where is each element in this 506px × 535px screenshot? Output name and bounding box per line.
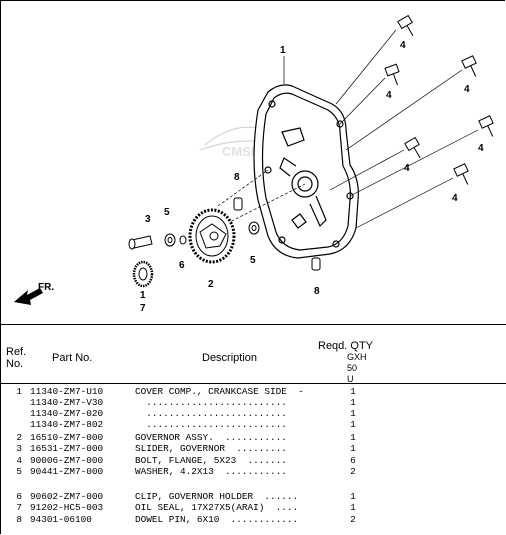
callout-4b: 4 xyxy=(386,90,392,101)
callout-2: 2 xyxy=(208,279,214,290)
qty-cell: 1 xyxy=(350,397,356,408)
table-row: 6 90602-ZM7-000 CLIP, GOVERNOR HOLDER ....… xyxy=(0,491,506,502)
table-row: 5 90441-ZM7-000 WASHER, 4.2X13 ...........… xyxy=(0,466,506,477)
description-cell: COVER COMP., CRANKCASE SIDE - xyxy=(135,386,304,397)
qty-cell: 1 xyxy=(350,419,356,430)
callout-5a: 5 xyxy=(164,207,170,218)
diagram-table-divider xyxy=(0,324,506,325)
description-cell: ......................... xyxy=(135,408,287,419)
ref-cell: 6 xyxy=(16,491,22,502)
description-cell: ......................... xyxy=(135,419,287,430)
description-cell: ......................... xyxy=(135,397,287,408)
flange-bolts-drawing xyxy=(384,14,494,185)
callout-3: 3 xyxy=(145,214,151,225)
callout-5b: 5 xyxy=(250,255,256,266)
ref-cell: 1 xyxy=(16,386,22,397)
description-cell: SLIDER, GOVERNOR ......... xyxy=(135,443,287,454)
table-row: 1 11340-ZM7-U10 COVER COMP., CRANKCASE SID… xyxy=(0,386,506,397)
callout-labels: 1 4 4 4 4 4 4 8 3 5 6 2 5 1 7 8 xyxy=(140,40,484,314)
qty-cell: 2 xyxy=(350,514,356,525)
exploded-parts-diagram: CMSNL xyxy=(14,14,494,314)
part-no-cell: 11340-ZM7-020 xyxy=(30,408,104,419)
callout-7: 7 xyxy=(140,303,146,314)
qty-cell: 2 xyxy=(350,466,356,477)
qty-cell: 1 xyxy=(350,408,356,419)
slider-and-washers-drawing xyxy=(128,221,260,250)
part-no-cell: 16531-ZM7-000 xyxy=(30,443,104,454)
table-row: 11340-ZM7-V30 ......................... 1 xyxy=(0,397,506,408)
table-row: 3 16531-ZM7-000 SLIDER, GOVERNOR .........… xyxy=(0,443,506,454)
header-model: GXH 50 U xyxy=(347,352,367,384)
ref-cell: 7 xyxy=(16,502,22,513)
oil-seal-drawing xyxy=(132,260,154,288)
crankcase-cover-drawing xyxy=(253,84,359,259)
description-cell: DOWEL PIN, 6X10 ............ xyxy=(135,514,299,525)
part-no-cell: 90006-ZM7-000 xyxy=(30,455,104,466)
header-part-no: Part No. xyxy=(52,352,93,364)
header-reqd-qty: Reqd. QTY xyxy=(318,340,374,352)
dowel-pins-drawing xyxy=(233,197,321,271)
part-no-cell: 11340-ZM7-V30 xyxy=(30,397,104,408)
ref-cell: 8 xyxy=(16,514,22,525)
ref-cell: 4 xyxy=(16,455,22,466)
part-no-cell: 11340-ZM7-802 xyxy=(30,419,104,430)
callout-4d: 4 xyxy=(478,143,484,154)
ref-cell: 2 xyxy=(16,432,22,443)
ref-cell: 5 xyxy=(16,466,22,477)
callout-8a: 8 xyxy=(234,172,240,183)
table-row: 2 16510-ZM7-000 GOVERNOR ASSY. ...........… xyxy=(0,432,506,443)
header-ref-no: Ref. No. xyxy=(6,346,27,370)
qty-cell: 1 xyxy=(350,491,356,502)
front-label: FR. xyxy=(38,282,54,293)
part-no-cell: 11340-ZM7-U10 xyxy=(30,386,104,397)
table-row: 4 90006-ZM7-000 BOLT, FLANGE, 5X23 .......… xyxy=(0,455,506,466)
part-no-cell: 94301-06100 xyxy=(30,514,92,525)
front-direction-arrow: FR. xyxy=(14,282,54,305)
description-cell: WASHER, 4.2X13 ........... xyxy=(135,466,287,477)
table-row: 7 91202-HC5-003 OIL SEAL, 17X27X5(ARAI) ..… xyxy=(0,502,506,513)
header-description: Description xyxy=(202,352,258,364)
leader-lines xyxy=(217,29,479,229)
table-row: 11340-ZM7-020 ......................... 1 xyxy=(0,408,506,419)
part-no-cell: 16510-ZM7-000 xyxy=(30,432,104,443)
qty-cell: 6 xyxy=(350,455,356,466)
part-no-cell: 90441-ZM7-000 xyxy=(30,466,104,477)
description-cell: CLIP, GOVERNOR HOLDER ...... xyxy=(135,491,299,502)
qty-cell: 1 xyxy=(350,432,356,443)
callout-1: 1 xyxy=(280,45,286,56)
qty-cell: 1 xyxy=(350,502,356,513)
description-cell: GOVERNOR ASSY. ........... xyxy=(135,432,287,443)
description-cell: BOLT, FLANGE, 5X23 ....... xyxy=(135,455,287,466)
table-row: 11340-ZM7-802 ......................... 1 xyxy=(0,419,506,430)
callout-4a: 4 xyxy=(400,40,406,51)
callout-8b: 8 xyxy=(314,286,320,297)
table-row: 8 94301-06100 DOWEL PIN, 6X10 ............… xyxy=(0,514,506,525)
callout-1b: 1 xyxy=(140,290,146,301)
governor-assy-drawing xyxy=(188,208,236,264)
ref-cell: 3 xyxy=(16,443,22,454)
part-no-cell: 90602-ZM7-000 xyxy=(30,491,104,502)
callout-4c: 4 xyxy=(464,84,470,95)
description-cell: OIL SEAL, 17X27X5(ARAI) .... xyxy=(135,502,299,513)
qty-cell: 1 xyxy=(350,443,356,454)
callout-4e: 4 xyxy=(404,163,410,174)
callout-6: 6 xyxy=(179,260,185,271)
header-rule xyxy=(0,383,506,384)
qty-cell: 1 xyxy=(350,386,356,397)
callout-4f: 4 xyxy=(452,193,458,204)
part-no-cell: 91202-HC5-003 xyxy=(30,502,104,513)
